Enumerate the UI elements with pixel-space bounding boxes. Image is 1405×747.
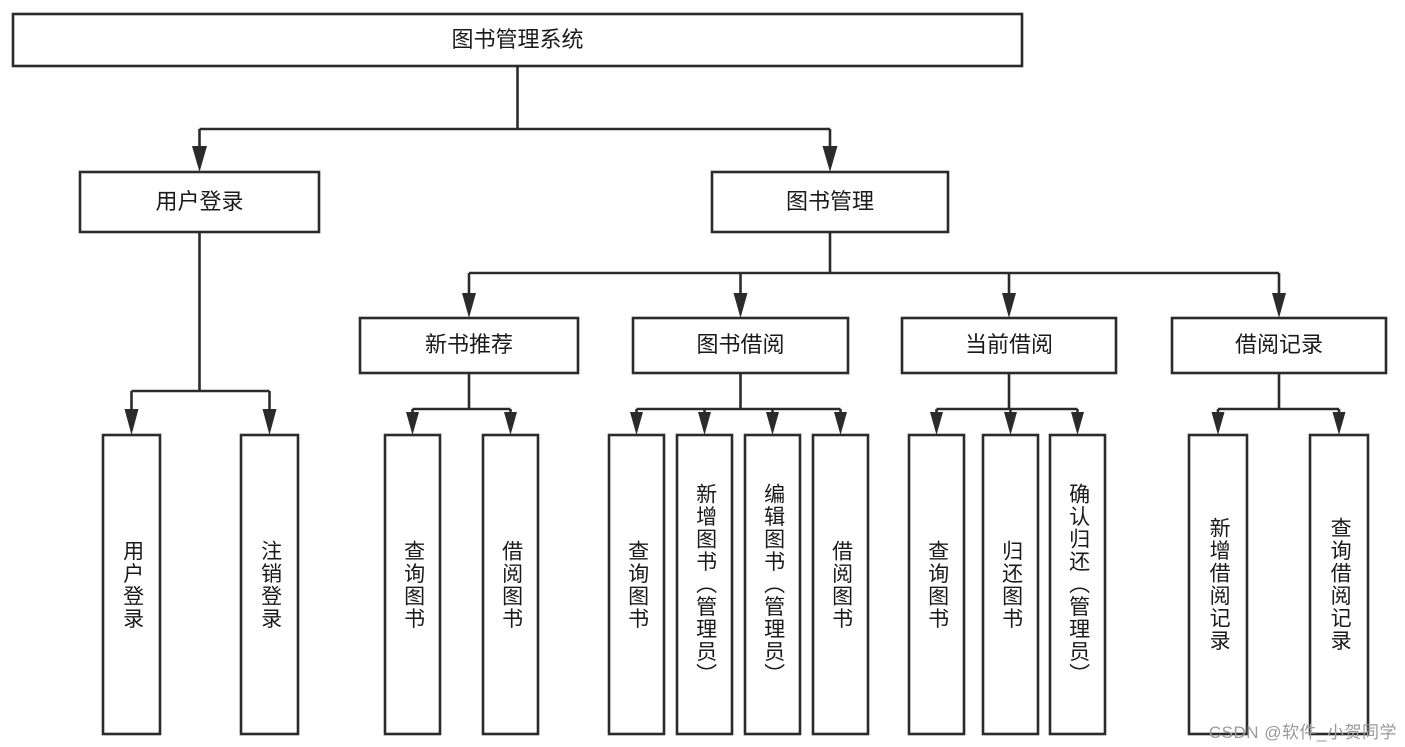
node-borrow-record-label: 借阅记录 — [1235, 332, 1323, 357]
leaf-box-user-login[interactable] — [101, 433, 162, 736]
arrow-head-icon — [733, 293, 748, 318]
node-borrow-record-box[interactable] — [1170, 316, 1388, 375]
arrow-head-icon — [822, 146, 838, 172]
node-current-borrow-box[interactable] — [900, 316, 1118, 375]
arrow-head-icon — [262, 409, 277, 435]
arrow-head-icon — [124, 409, 139, 435]
node-borrow-record[interactable]: 借阅记录 — [1170, 316, 1388, 375]
node-book-management-box[interactable] — [710, 170, 950, 234]
arrow-head-icon — [1332, 412, 1346, 435]
leaf-box-borrow-book-newbook[interactable] — [481, 433, 540, 736]
node-new-book-recommend[interactable]: 新书推荐 — [358, 316, 580, 375]
arrow-head-icon — [630, 412, 643, 435]
node-user-login-box[interactable] — [78, 170, 321, 234]
node-book-management[interactable]: 图书管理 — [710, 170, 950, 234]
arrow-head-icon — [930, 412, 943, 435]
arrow-head-icon — [1071, 412, 1084, 435]
arrow-head-icon — [462, 293, 476, 318]
leaf-box-query-book-newbook[interactable] — [383, 433, 442, 736]
node-root-box[interactable] — [11, 12, 1024, 68]
arrow-head-icon — [834, 412, 847, 435]
node-root-label: 图书管理系统 — [451, 27, 583, 52]
node-current-borrow[interactable]: 当前借阅 — [900, 316, 1118, 375]
node-user-login[interactable]: 用户登录 — [78, 170, 321, 234]
leaf-box-add-borrow-record[interactable] — [1187, 433, 1249, 736]
node-current-borrow-label: 当前借阅 — [965, 332, 1053, 357]
watermark-text: CSDN @软件_小贺同学 — [1208, 723, 1397, 742]
leaf-box-return-book[interactable] — [981, 433, 1040, 736]
arrow-head-icon — [1211, 412, 1225, 435]
leaf-box-edit-book-admin[interactable] — [743, 433, 802, 736]
arrow-head-icon — [192, 146, 207, 172]
leaf-box-confirm-return-admin[interactable] — [1048, 433, 1107, 736]
connector-layer — [124, 66, 1346, 435]
node-book-borrow-box[interactable] — [631, 316, 850, 375]
arrow-head-icon — [504, 412, 517, 435]
node-book-management-label: 图书管理 — [786, 189, 874, 214]
leaf-box-borrow-book[interactable] — [811, 433, 870, 736]
node-new-book-recommend-box[interactable] — [358, 316, 580, 375]
node-book-borrow[interactable]: 图书借阅 — [631, 316, 850, 375]
arrow-head-icon — [698, 412, 711, 435]
leaf-box-logout[interactable] — [239, 433, 300, 736]
arrow-head-icon — [1002, 293, 1016, 318]
leaf-box-layer — [101, 433, 1370, 736]
arrow-head-icon — [766, 412, 779, 435]
arrow-head-icon — [406, 412, 419, 435]
leaf-box-query-borrow-record[interactable] — [1308, 433, 1370, 736]
arrow-head-icon — [1272, 293, 1286, 318]
node-user-login-label: 用户登录 — [155, 189, 243, 214]
leaf-box-query-book-current[interactable] — [907, 433, 966, 736]
node-root[interactable]: 图书管理系统 — [11, 12, 1024, 68]
leaf-box-query-book-borrow[interactable] — [607, 433, 666, 736]
node-book-borrow-label: 图书借阅 — [696, 332, 784, 357]
leaf-box-add-book-admin[interactable] — [675, 433, 734, 736]
node-new-book-recommend-label: 新书推荐 — [425, 332, 513, 357]
arrow-head-icon — [1004, 412, 1017, 435]
